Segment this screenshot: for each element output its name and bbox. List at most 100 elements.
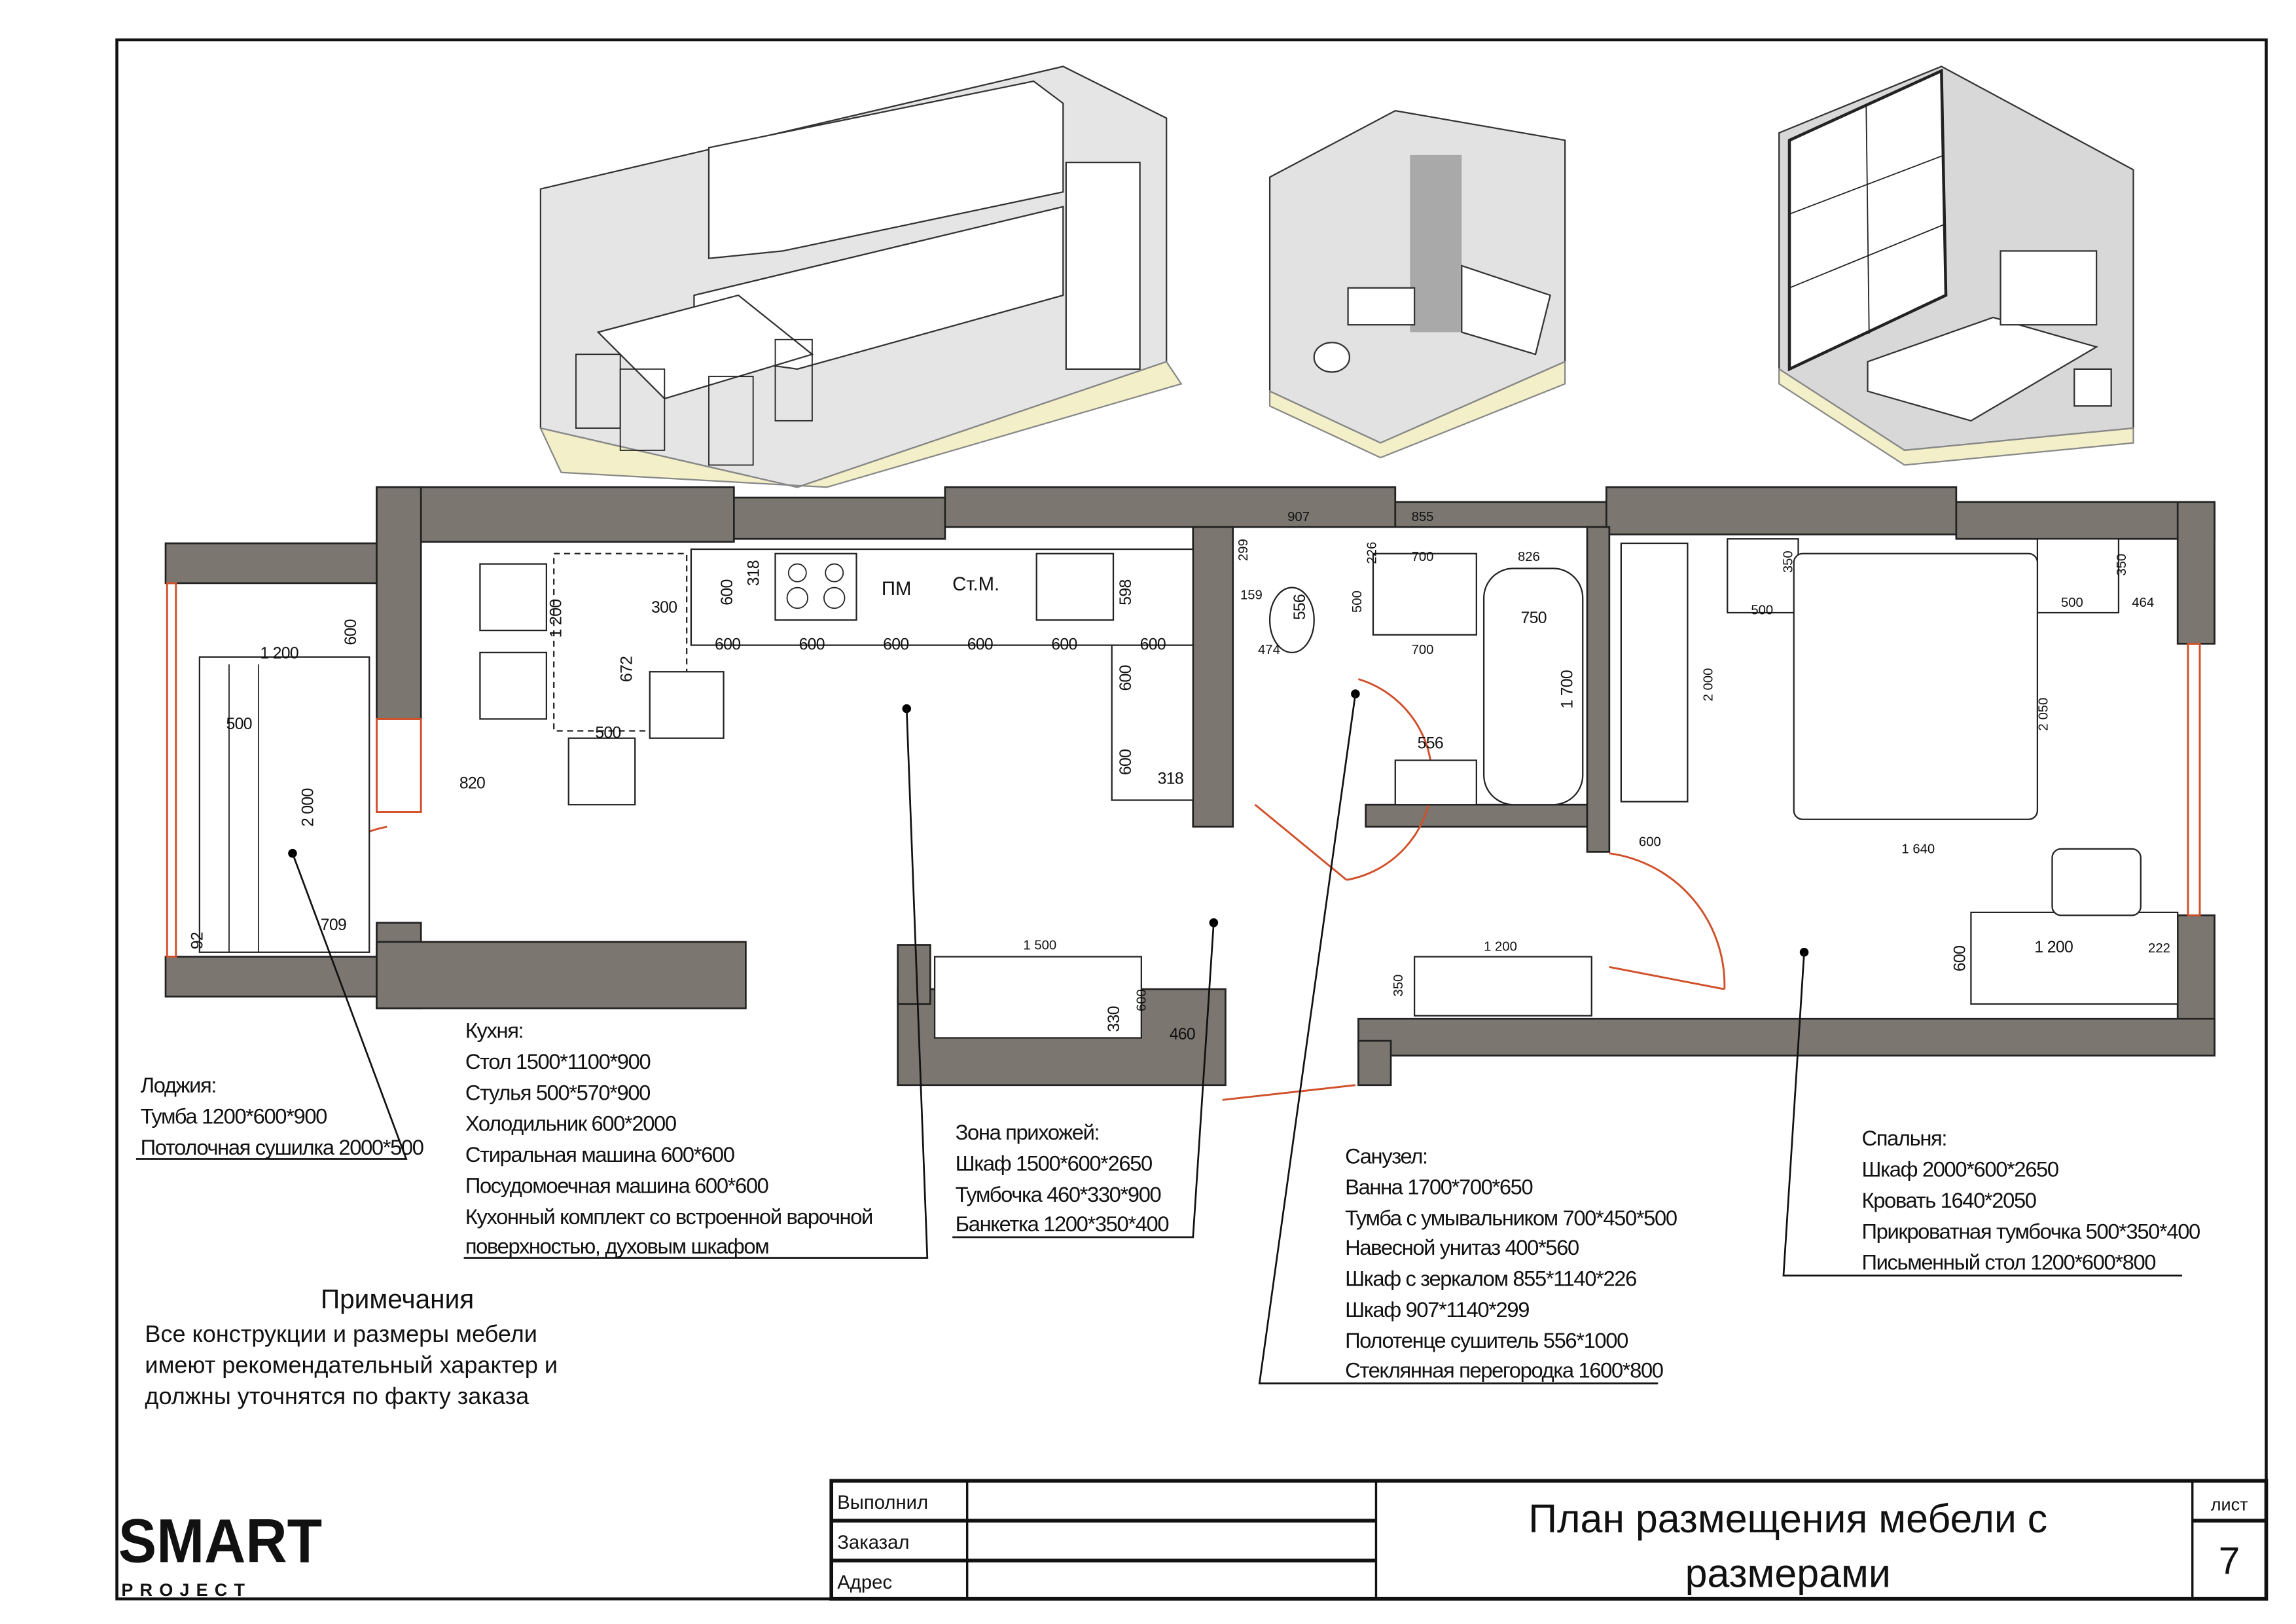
dim-label: 1 500 xyxy=(1023,938,1056,952)
dim-label: 600 xyxy=(1140,636,1166,653)
dishwasher-label: ПМ xyxy=(882,578,912,600)
dim-label: 460 xyxy=(1170,1026,1195,1043)
svg-text:Все конструкции и размеры мебе: Все конструкции и размеры мебели xyxy=(145,1320,537,1347)
note-kitchen: Кухня: Стол 1500*1100*900 Стулья 500*570… xyxy=(465,1019,873,1258)
svg-text:Стиральная машина 600*600: Стиральная машина 600*600 xyxy=(465,1142,734,1166)
dim-label: 907 xyxy=(1287,510,1310,524)
dim-label: 600 xyxy=(1951,946,1969,971)
sheet-number: 7 xyxy=(2219,1540,2240,1582)
svg-text:Спальня:: Спальня: xyxy=(1862,1126,1947,1150)
dim-label: 350 xyxy=(2115,554,2129,576)
dim-label: 350 xyxy=(1391,975,1406,997)
svg-text:Письменный стол 1200*600*800: Письменный стол 1200*600*800 xyxy=(1862,1250,2156,1274)
dim-label: 350 xyxy=(1782,550,1796,573)
svg-text:Шкаф 907*1140*299: Шкаф 907*1140*299 xyxy=(1345,1297,1529,1322)
dim-label: 92 xyxy=(188,932,206,949)
dim-label: 600 xyxy=(1135,989,1149,1011)
dim-label: 2 050 xyxy=(2037,698,2051,731)
svg-text:Санузел:: Санузел: xyxy=(1345,1144,1427,1168)
dim-label: 700 xyxy=(1412,550,1434,564)
remarks-title: Примечания xyxy=(321,1284,474,1314)
svg-text:Банкетка 1200*350*400: Банкетка 1200*350*400 xyxy=(956,1212,1169,1236)
svg-text:имеют рекомендательный характе: имеют рекомендательный характер и xyxy=(145,1352,558,1379)
dim-label: 1 700 xyxy=(1558,670,1576,709)
dim-label: 1 200 xyxy=(547,600,565,638)
svg-text:Тумба с умывальником 700*450*5: Тумба с умывальником 700*450*500 xyxy=(1345,1206,1677,1230)
smart-project-logo: SMART PROJECT xyxy=(118,1506,322,1600)
dimension-labels: 1 200 600 500 2 000 709 92 820 300 1 200… xyxy=(188,510,2170,1043)
dim-label: 672 xyxy=(619,657,636,682)
svg-text:Прикроватная тумбочка 500*350*: Прикроватная тумбочка 500*350*400 xyxy=(1862,1219,2200,1243)
svg-text:Стеклянная перегородка 1600*80: Стеклянная перегородка 1600*800 xyxy=(1345,1358,1663,1382)
dim-label: 464 xyxy=(2132,596,2154,610)
bathroom-3d-view xyxy=(1268,109,1566,459)
dim-label: 318 xyxy=(1158,770,1183,788)
bedroom-3d-view xyxy=(1778,65,2134,466)
dim-label: 600 xyxy=(1639,835,1661,849)
svg-text:Кухня:: Кухня: xyxy=(465,1019,523,1043)
svg-text:Стулья 500*570*900: Стулья 500*570*900 xyxy=(465,1080,650,1104)
dim-label: 226 xyxy=(1365,542,1379,564)
dim-label: 500 xyxy=(595,725,620,742)
dim-label: 500 xyxy=(1751,603,1773,617)
svg-text:Холодильник 600*2000: Холодильник 600*2000 xyxy=(465,1111,676,1136)
note-bedroom: Спальня: Шкаф 2000*600*2650 Кровать 1640… xyxy=(1862,1126,2201,1274)
dim-label: 159 xyxy=(1240,588,1263,603)
dim-label: 222 xyxy=(2148,941,2170,956)
sheet-label: лист xyxy=(2211,1494,2248,1514)
dim-label: 826 xyxy=(1518,550,1540,564)
svg-text:Ванна 1700*700*650: Ванна 1700*700*650 xyxy=(1345,1175,1532,1199)
dim-label: 330 xyxy=(1105,1006,1123,1032)
washer-label: Ст.М. xyxy=(952,573,999,595)
ordered-by-label: Заказал xyxy=(837,1532,909,1553)
dim-label: 700 xyxy=(1412,643,1434,657)
dim-label: 709 xyxy=(321,916,346,934)
dim-label: 556 xyxy=(1291,594,1309,620)
svg-text:Навесной унитаз 400*560: Навесной унитаз 400*560 xyxy=(1345,1235,1579,1259)
dim-label: 474 xyxy=(1258,643,1280,657)
furniture xyxy=(198,538,2179,1039)
svg-text:Стол 1500*1100*900: Стол 1500*1100*900 xyxy=(465,1049,651,1074)
svg-text:Шкаф с зеркалом 855*1140*226: Шкаф с зеркалом 855*1140*226 xyxy=(1345,1267,1636,1291)
remarks: Примечания Все конструкции и размеры меб… xyxy=(145,1284,558,1409)
dim-label: 600 xyxy=(883,636,908,653)
svg-text:поверхностью, духовым шкафом: поверхностью, духовым шкафом xyxy=(465,1234,769,1258)
dim-label: 750 xyxy=(1521,609,1547,627)
title-block: Выполнил Заказал Адрес План размещения м… xyxy=(829,1479,2269,1601)
dim-label: 500 xyxy=(226,715,251,733)
svg-text:SMART: SMART xyxy=(118,1506,322,1576)
dim-label: 1 640 xyxy=(1901,842,1935,857)
dim-label: 600 xyxy=(967,636,993,653)
leader-lines xyxy=(135,689,2182,1384)
address-label: Адрес xyxy=(837,1572,892,1593)
svg-text:Зона прихожей:: Зона прихожей: xyxy=(956,1120,1100,1144)
dim-label: 855 xyxy=(1412,510,1434,524)
svg-text:Тумба 1200*600*900: Тумба 1200*600*900 xyxy=(141,1104,327,1128)
dim-label: 598 xyxy=(1117,579,1135,605)
svg-text:Кухонный комплект со встроенно: Кухонный комплект со встроенной варочной xyxy=(465,1204,872,1229)
kitchen-3d-view xyxy=(539,65,1183,488)
svg-text:Полотенце сушитель 556*1000: Полотенце сушитель 556*1000 xyxy=(1345,1328,1628,1352)
note-hallway: Зона прихожей: Шкаф 1500*600*2650 Тумбоч… xyxy=(956,1120,1170,1236)
note-loggia: Лоджия: Тумба 1200*600*900 Потолочная су… xyxy=(141,1073,424,1159)
dim-label: 318 xyxy=(745,560,763,586)
dim-label: 600 xyxy=(719,579,736,605)
svg-text:Лоджия:: Лоджия: xyxy=(141,1073,216,1097)
svg-text:Посудомоечная машина 600*600: Посудомоечная машина 600*600 xyxy=(465,1173,768,1197)
dim-label: 299 xyxy=(1236,539,1251,561)
dim-label: 1 200 xyxy=(2034,939,2073,956)
dim-label: 2 000 xyxy=(1702,668,1716,702)
dim-label: 600 xyxy=(342,619,360,645)
svg-text:Тумбочка 460*330*900: Тумбочка 460*330*900 xyxy=(956,1182,1161,1206)
dim-label: 600 xyxy=(799,636,825,653)
dim-label: 1 200 xyxy=(260,645,298,662)
svg-text:должны уточнятся по факту зака: должны уточнятся по факту заказа xyxy=(145,1382,529,1409)
performed-by-label: Выполнил xyxy=(837,1492,928,1513)
dim-label: 600 xyxy=(1117,665,1135,691)
dim-label: 300 xyxy=(651,599,677,617)
svg-text:Кровать 1640*2050: Кровать 1640*2050 xyxy=(1862,1188,2036,1212)
note-bathroom: Санузел: Ванна 1700*700*650 Тумба с умыв… xyxy=(1345,1144,1677,1382)
svg-text:Шкаф 2000*600*2650: Шкаф 2000*600*2650 xyxy=(1862,1157,2058,1182)
dim-label: 820 xyxy=(459,774,485,792)
walls xyxy=(164,486,2215,1087)
